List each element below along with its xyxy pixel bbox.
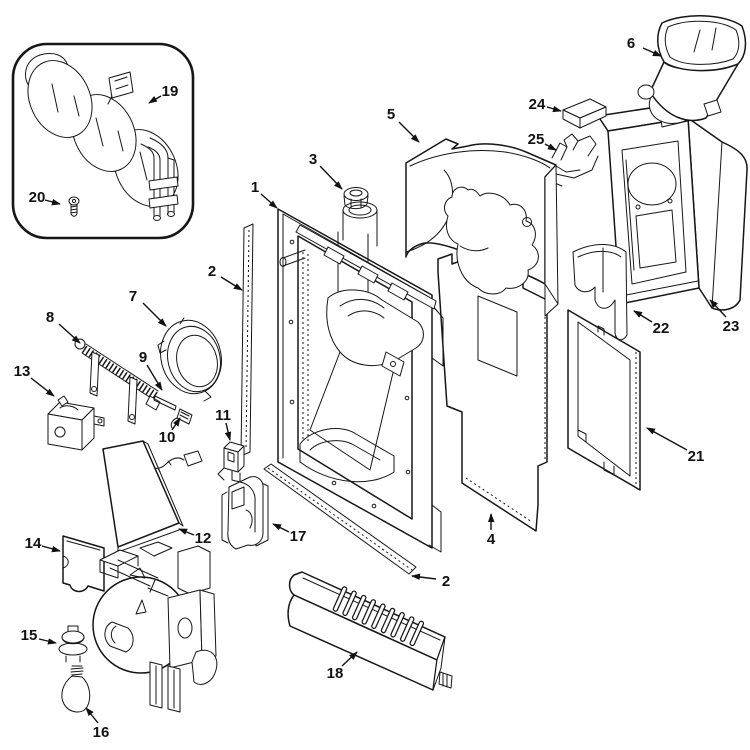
callout-arrow-retainer-clip	[544, 143, 557, 151]
callout-number-light-bulb: 16	[93, 724, 110, 741]
callout-arrow-fan-shroud-ring	[142, 302, 167, 327]
door-liner-frame	[277, 201, 444, 553]
callout-arrow-access-cover-harness	[178, 528, 195, 536]
fan-shroud-ring	[157, 317, 222, 402]
callout-number-screw: 20	[29, 189, 46, 206]
actuator-link-rod	[153, 395, 177, 411]
callout-number-insulation-shield: 5	[387, 106, 395, 123]
ice-maker-assembly	[92, 541, 218, 713]
callout-number-trim-strip-lower: 2	[442, 573, 450, 590]
callout-number-retainer-clip: 25	[528, 131, 545, 148]
access-cover-harness	[102, 440, 203, 553]
callout-arrow-dispenser-housing	[709, 299, 727, 318]
callout-number-heater-rod-assembly: 8	[46, 309, 54, 326]
callout-number-fan-shroud-ring: 7	[129, 288, 137, 305]
callout-number-gasket-frame: 21	[688, 448, 705, 465]
callout-number-door-liner-frame: 1	[251, 179, 259, 196]
callout-arrow-plug-button-cap	[319, 165, 343, 190]
callout-arrow-trim-strip-vertical	[220, 276, 243, 291]
callout-number-actuator-link-rod: 9	[139, 349, 147, 366]
callout-arrow-ice-chute-funnel	[642, 47, 662, 57]
callout-arrow-door-liner-frame	[260, 193, 278, 209]
callout-number-plug-button-cap: 3	[309, 151, 317, 168]
mounting-clip	[217, 441, 245, 483]
callout-arrow-gasket-frame	[646, 427, 688, 451]
solenoid-box	[47, 395, 105, 451]
callout-arrow-lamp-socket	[38, 638, 57, 645]
callout-number-bracket-plate: 14	[25, 535, 42, 552]
callout-number-defrost-heater-coil: 19	[162, 83, 179, 100]
plug-button-cap	[343, 187, 369, 210]
heater-rod-assembly	[74, 338, 161, 425]
callout-arrow-drip-tray-grille	[341, 651, 358, 667]
callout-arrow-defrost-heater-coil	[148, 95, 162, 104]
callout-number-dispenser-actuator: 17	[290, 528, 307, 545]
callout-arrow-chute-deflector-shield	[633, 310, 653, 323]
lamp-socket	[58, 625, 88, 663]
callout-arrow-wire-connector	[171, 417, 181, 431]
spacer-block	[562, 98, 607, 129]
ice-chute-funnel	[637, 15, 747, 124]
callout-arrow-solenoid-box	[30, 377, 55, 397]
bracket-plate	[62, 535, 105, 593]
tray-slots	[332, 586, 425, 647]
callout-number-spacer-block: 24	[529, 96, 546, 113]
callout-arrow-screw	[44, 199, 61, 206]
drip-tray-grille	[287, 571, 453, 691]
callout-number-dispenser-housing: 23	[723, 318, 740, 335]
callout-number-mounting-clip: 11	[215, 407, 231, 424]
callout-arrow-trim-strip-lower	[411, 573, 437, 580]
callout-arrow-light-bulb	[85, 707, 99, 724]
trim-strip-lower	[263, 463, 417, 575]
insulation-shield	[405, 138, 559, 317]
chute-deflector-shield	[572, 244, 628, 341]
callout-arrow-heater-rod-assembly	[58, 323, 81, 344]
dispenser-actuator	[221, 476, 269, 550]
light-bulb	[61, 665, 91, 713]
callout-arrow-insulation-shield	[398, 121, 420, 143]
callout-number-chute-deflector-shield: 22	[653, 320, 670, 337]
callout-number-lamp-socket: 15	[21, 627, 38, 644]
callout-number-solenoid-box: 13	[14, 363, 31, 380]
callout-arrow-spacer-block	[546, 105, 562, 113]
callout-number-trim-strip-vertical: 2	[208, 263, 216, 280]
callout-arrow-mounting-clip	[224, 422, 232, 441]
gasket-frame	[567, 309, 641, 491]
callout-number-ice-chute-funnel: 6	[627, 35, 635, 52]
callout-arrow-dispenser-actuator	[272, 523, 290, 533]
callout-arrow-actuator-link-rod	[146, 364, 163, 391]
callout-number-wire-connector: 10	[159, 429, 176, 446]
inset-detail-box	[11, 42, 195, 240]
callout-number-drip-tray-grille: 18	[327, 665, 344, 682]
trim-strip-vertical	[240, 223, 254, 457]
callout-number-access-cover-harness: 12	[195, 530, 212, 547]
callout-arrow-bracket-plate	[41, 545, 61, 553]
dispenser-housing	[597, 103, 748, 311]
defrost-heater-coil	[25, 53, 179, 221]
callout-number-door-inner-panel: 4	[487, 531, 496, 548]
screw-part-20	[68, 196, 80, 217]
wire-connector	[170, 408, 193, 429]
